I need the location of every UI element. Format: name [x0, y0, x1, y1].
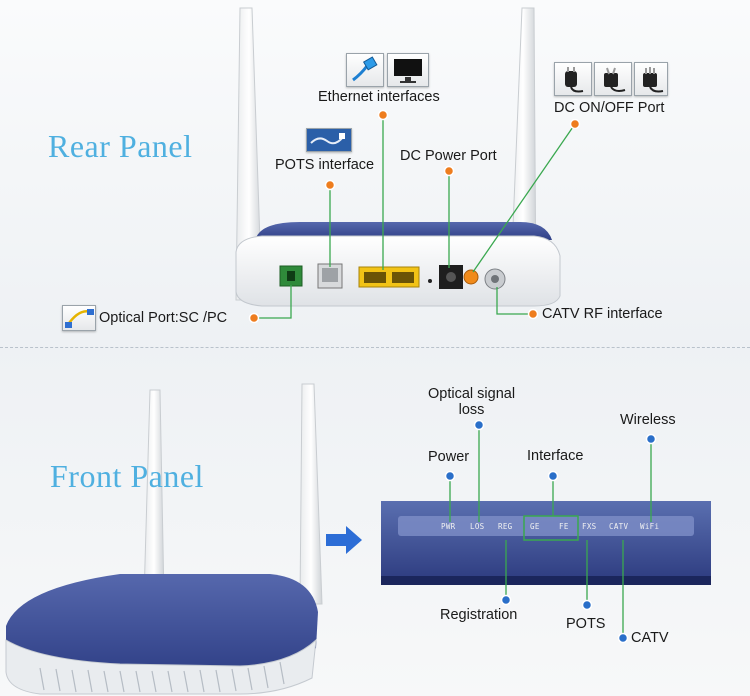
- led-label-pwr: PWR: [441, 522, 456, 531]
- label-wireless: Wireless: [620, 412, 676, 428]
- ethernet-ports: [358, 266, 420, 288]
- catv-f-connector: [484, 268, 506, 290]
- phone-cord-icon: [306, 128, 352, 152]
- led-label-wifi: WiFi: [640, 522, 660, 531]
- label-dc-onoff-port: DC ON/OFF Port: [554, 100, 665, 116]
- led-label-los: LOS: [470, 522, 485, 531]
- led-label-catv: CATV: [609, 522, 629, 531]
- rear-panel-title: Rear Panel: [48, 128, 193, 164]
- label-registration: Registration: [440, 607, 518, 623]
- monitor-icon: [387, 53, 429, 87]
- led-label-fxs: FXS: [582, 522, 597, 531]
- reset-pinhole: [428, 279, 432, 283]
- optical-sc-port: [279, 265, 303, 287]
- label-dc-power-port: DC Power Port: [400, 148, 497, 164]
- label-power: Power: [428, 449, 470, 465]
- led-label-fe: FE: [559, 522, 569, 531]
- label-pots: POTS: [566, 616, 606, 632]
- front-panel-title: Front Panel: [50, 458, 204, 494]
- front-panel-closeup: [381, 501, 711, 585]
- zoom-arrow-icon: [326, 526, 362, 554]
- power-plug-icon: [594, 62, 632, 96]
- fiber-patch-cord-icon: [62, 305, 96, 331]
- power-plug-icon: [554, 62, 592, 96]
- rear-callout-lines: [254, 115, 576, 319]
- label-catv: CATV: [631, 630, 669, 646]
- section-divider: [0, 347, 750, 348]
- rear-router-body: [235, 222, 561, 307]
- led-label-reg: REG: [498, 522, 513, 531]
- label-catv-rf-interface: CATV RF interface: [542, 306, 663, 322]
- front-callout-lines: [449, 425, 652, 638]
- label-ethernet-interfaces: Ethernet interfaces: [318, 89, 440, 105]
- dc-power-jack: [439, 265, 463, 289]
- front-router-body: [5, 574, 318, 695]
- dc-switch: [463, 269, 479, 285]
- rear-callout-dots: [248, 109, 581, 324]
- label-pots-interface: POTS interface: [275, 157, 375, 173]
- network-cable-icon: [346, 53, 384, 87]
- label-optical-signal-loss: Optical signal loss: [428, 386, 516, 418]
- front-antenna-right: [299, 383, 323, 605]
- label-optical-port: Optical Port:SC /PC: [99, 310, 228, 326]
- pots-rj11-port: [317, 263, 343, 289]
- label-interface: Interface: [527, 448, 584, 464]
- front-callout-dots: [444, 419, 657, 644]
- power-plug-icon: [634, 62, 668, 96]
- led-label-ge: GE: [530, 522, 540, 531]
